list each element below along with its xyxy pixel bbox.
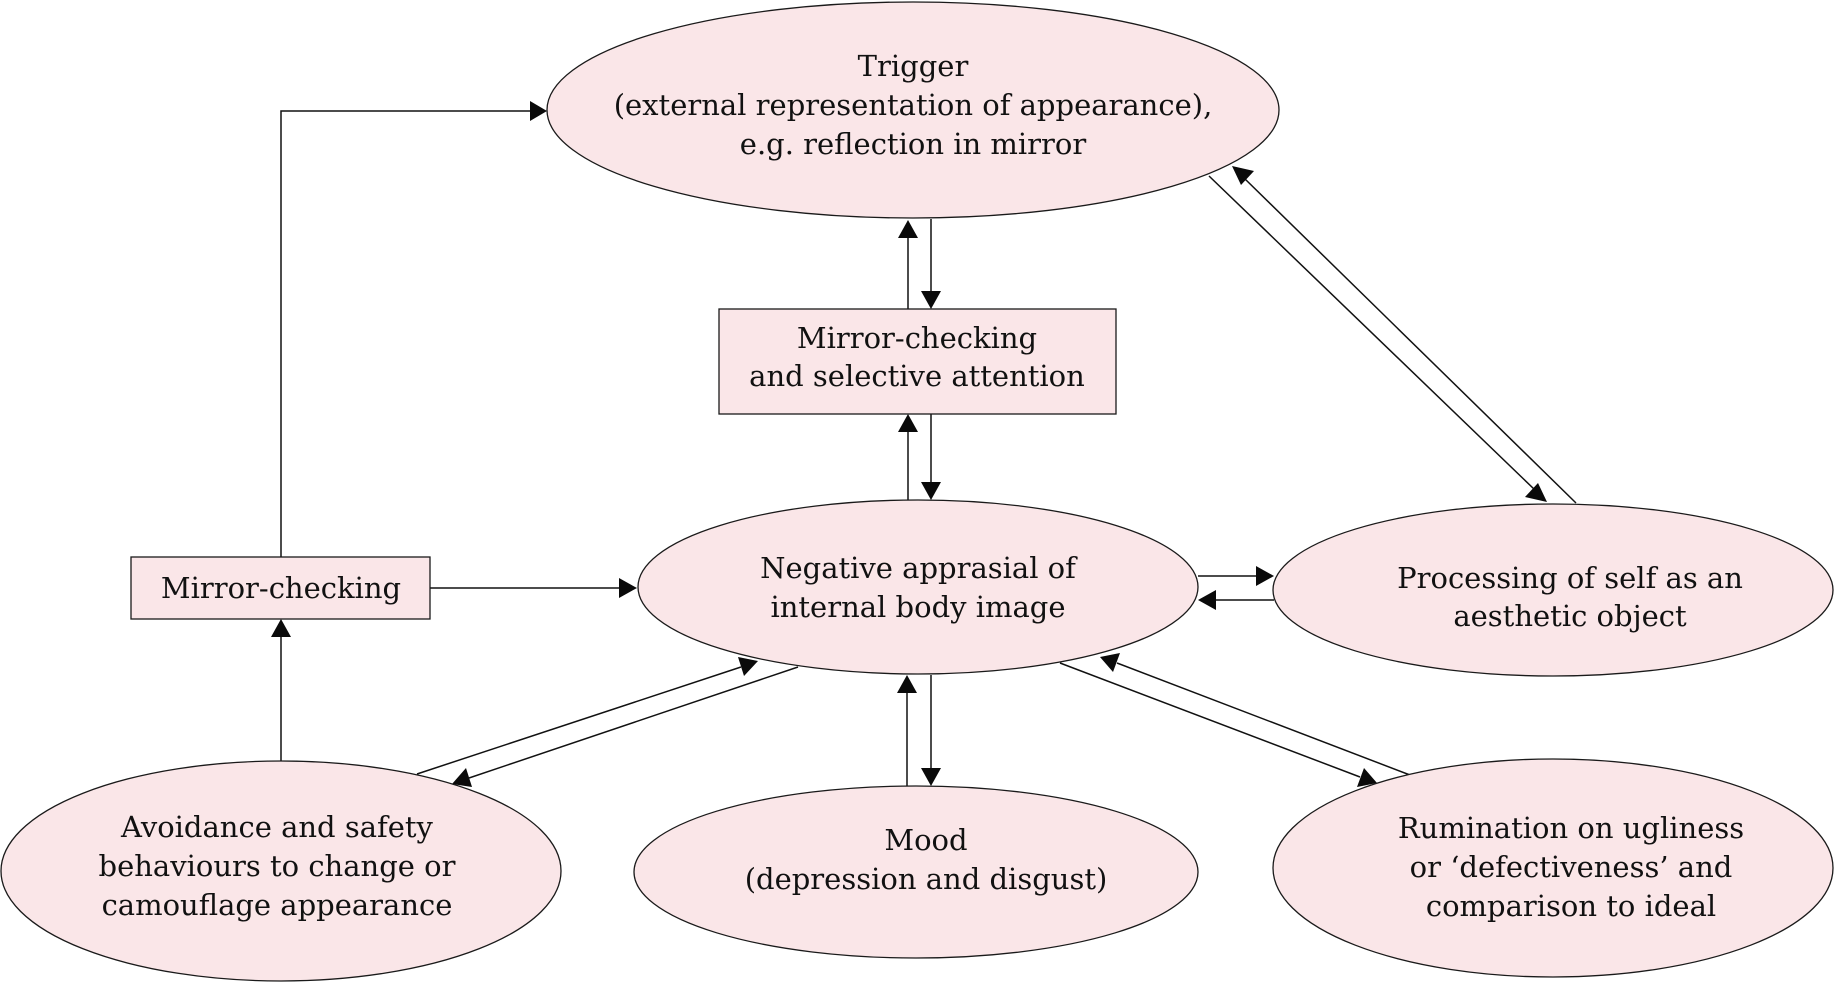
- arrowhead-icon: [898, 414, 918, 432]
- node-negative-line-1: Negative apprasial of: [760, 551, 1078, 585]
- arrowhead-icon: [897, 675, 917, 693]
- arrowhead-icon: [1198, 590, 1216, 610]
- node-mirror-checking: Mirror-checking: [130, 556, 431, 620]
- node-avoidance-line-3: camouflage appearance: [102, 888, 453, 922]
- edge-trigger-to-processing: [1208, 175, 1536, 491]
- arrowhead-icon: [1256, 566, 1274, 586]
- node-rumination: Rumination on ugliness or ‘defectiveness…: [1272, 758, 1834, 978]
- node-trigger-line-1: Trigger: [858, 49, 969, 83]
- node-negative: Negative apprasial of internal body imag…: [637, 499, 1199, 675]
- node-mirror-selective-line-1: Mirror-checking: [797, 321, 1037, 355]
- node-processing: Processing of self as an aesthetic objec…: [1272, 503, 1834, 677]
- node-trigger-line-2: (external representation of appearance),: [614, 88, 1213, 122]
- arrowhead-icon: [271, 619, 291, 637]
- edge-mirror-checking-to-trigger: [280, 110, 530, 557]
- node-avoidance-shape: [0, 760, 562, 982]
- arrowhead-icon: [452, 768, 472, 787]
- node-mirror-checking-line-1: Mirror-checking: [161, 571, 401, 605]
- node-mirror-selective: Mirror-checking and selective attention: [718, 308, 1117, 415]
- edge-processing-to-trigger: [1243, 177, 1577, 504]
- edge-negative-to-avoidance: [468, 666, 799, 779]
- node-mood: Mood (depression and disgust): [633, 785, 1199, 959]
- arrowhead-icon: [898, 220, 918, 238]
- node-rumination-line-1: Rumination on ugliness: [1398, 811, 1744, 845]
- node-trigger-shape: [546, 1, 1280, 219]
- node-mood-line-1: Mood: [884, 823, 967, 857]
- arrowhead-icon: [530, 101, 547, 121]
- edges: [271, 101, 1577, 787]
- node-mirror-selective-line-2: and selective attention: [749, 359, 1085, 393]
- node-rumination-line-2: or ‘defectiveness’ and: [1410, 850, 1733, 884]
- arrowhead-icon: [1357, 768, 1377, 787]
- node-mirror-selective-shape: [718, 308, 1117, 415]
- arrowhead-icon: [738, 657, 758, 676]
- node-rumination-line-3: comparison to ideal: [1426, 889, 1716, 923]
- edge-negative-to-rumination: [1059, 662, 1361, 778]
- node-rumination-shape: [1272, 758, 1834, 978]
- arrowhead-icon: [1100, 653, 1120, 672]
- node-mood-line-2: (depression and disgust): [745, 862, 1108, 896]
- arrowhead-icon: [619, 578, 637, 598]
- node-negative-line-2: internal body image: [770, 590, 1065, 624]
- node-avoidance-line-2: behaviours to change or: [99, 849, 456, 883]
- node-processing-line-1: Processing of self as an: [1397, 561, 1743, 595]
- edge-rumination-to-negative: [1116, 662, 1411, 776]
- arrowhead-icon: [921, 482, 941, 500]
- node-processing-line-2: aesthetic object: [1453, 599, 1687, 633]
- arrowhead-icon: [921, 768, 941, 786]
- node-mirror-checking-shape: [130, 556, 431, 620]
- edge-avoidance-to-negative: [416, 666, 742, 775]
- node-avoidance-line-1: Avoidance and safety: [120, 810, 434, 844]
- arrowhead-icon: [1525, 483, 1547, 502]
- node-trigger: Trigger (external representation of appe…: [546, 1, 1280, 219]
- node-trigger-line-3: e.g. reflection in mirror: [740, 127, 1087, 161]
- node-avoidance: Avoidance and safety behaviours to chang…: [0, 760, 562, 982]
- node-processing-shape: [1272, 503, 1834, 677]
- node-negative-shape: [637, 499, 1199, 675]
- arrowhead-icon: [1232, 166, 1254, 185]
- node-mood-shape: [633, 785, 1199, 959]
- arrowhead-icon: [921, 291, 941, 309]
